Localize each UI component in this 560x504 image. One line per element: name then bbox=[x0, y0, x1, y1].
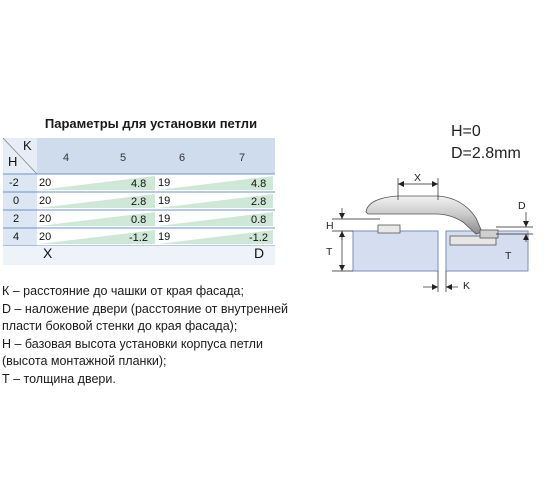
parameter-values: H=0 D=2.8mm bbox=[451, 121, 521, 165]
row-x-value: 19 bbox=[158, 231, 171, 243]
row-x-value: 20 bbox=[39, 213, 52, 225]
row-d-value: -1.2 bbox=[129, 232, 148, 244]
wedge-r4a bbox=[39, 230, 155, 244]
legend-line: пласти боковой стенки до края фасада); bbox=[2, 319, 238, 334]
hinge-diagram: X H T D T K bbox=[318, 170, 548, 300]
wedge-r3a bbox=[39, 212, 155, 226]
row-x-value: 19 bbox=[158, 195, 171, 207]
column-header: 5 bbox=[119, 152, 127, 164]
corner-k-label: K bbox=[23, 138, 32, 153]
column-header: 6 bbox=[178, 152, 186, 164]
hinge-cup bbox=[377, 224, 401, 234]
footer-d-label: D bbox=[254, 245, 265, 261]
table-grid bbox=[3, 138, 275, 265]
row-d-value: 4.8 bbox=[131, 178, 147, 190]
legend-text: К – расстояние до чашки от края фасада; … bbox=[2, 283, 302, 389]
plate-screw bbox=[479, 229, 499, 239]
table-footer-band bbox=[3, 246, 275, 265]
wedge-r4b bbox=[158, 230, 273, 244]
footer-x-label: X bbox=[43, 245, 53, 261]
row-d-value: 4.8 bbox=[251, 178, 267, 190]
legend-line: (высота монтажной планки); bbox=[2, 354, 167, 369]
param-d: D=2.8mm bbox=[451, 145, 521, 162]
legend-line: D – наложение двери (расстояние от внутр… bbox=[2, 301, 289, 316]
diagram-label-x: X bbox=[414, 172, 422, 184]
row-h-value: 0 bbox=[13, 195, 20, 207]
wedge-r2a bbox=[39, 194, 155, 208]
diagram-label-t-left: T bbox=[326, 246, 333, 258]
wedge-r1b bbox=[158, 176, 273, 190]
row-d-value: -1.2 bbox=[249, 232, 268, 244]
row-h-value: 4 bbox=[13, 231, 20, 243]
row-h-value: 2 bbox=[13, 213, 20, 225]
door-panel bbox=[352, 230, 439, 272]
row-d-value: 0.8 bbox=[131, 214, 147, 226]
diagram-label-d: D bbox=[518, 200, 526, 212]
param-h: H=0 bbox=[451, 123, 481, 140]
row-x-value: 20 bbox=[39, 231, 52, 243]
wedge-r2b bbox=[158, 194, 273, 208]
corner-diagonal bbox=[3, 138, 38, 175]
wedge-r3b bbox=[158, 212, 273, 226]
wedge-r1a bbox=[39, 176, 155, 190]
row-h-value: -2 bbox=[9, 177, 19, 189]
mounting-plate bbox=[449, 235, 497, 246]
table-header-band bbox=[37, 138, 275, 174]
diagram-label-t-right: T bbox=[505, 250, 512, 262]
diagram-label-h: H bbox=[326, 220, 334, 232]
table-title: Параметры для установки петли bbox=[44, 116, 258, 131]
row-x-value: 20 bbox=[39, 195, 52, 207]
row-x-value: 19 bbox=[158, 177, 171, 189]
row-d-value: 0.8 bbox=[251, 214, 267, 226]
parameters-table: K H 4 5 6 7 -2 20 4.8 19 4.8 0 20 2.8 19… bbox=[3, 138, 275, 265]
row-d-value: 2.8 bbox=[131, 196, 147, 208]
hinge-arm bbox=[365, 195, 483, 235]
column-header: 7 bbox=[238, 152, 246, 164]
legend-line: Н – базовая высота установки корпуса пет… bbox=[2, 336, 263, 351]
row-d-value: 2.8 bbox=[251, 196, 267, 208]
legend-line: К – расстояние до чашки от края фасада; bbox=[2, 284, 244, 298]
hinge-drawing bbox=[332, 178, 533, 292]
legend-line: Т – толщина двери. bbox=[2, 371, 116, 386]
column-header: 4 bbox=[62, 152, 70, 164]
row-x-value: 19 bbox=[158, 213, 171, 225]
diagram-label-k: K bbox=[463, 280, 471, 292]
row-x-value: 20 bbox=[39, 177, 52, 189]
corner-h-label: H bbox=[8, 154, 18, 169]
